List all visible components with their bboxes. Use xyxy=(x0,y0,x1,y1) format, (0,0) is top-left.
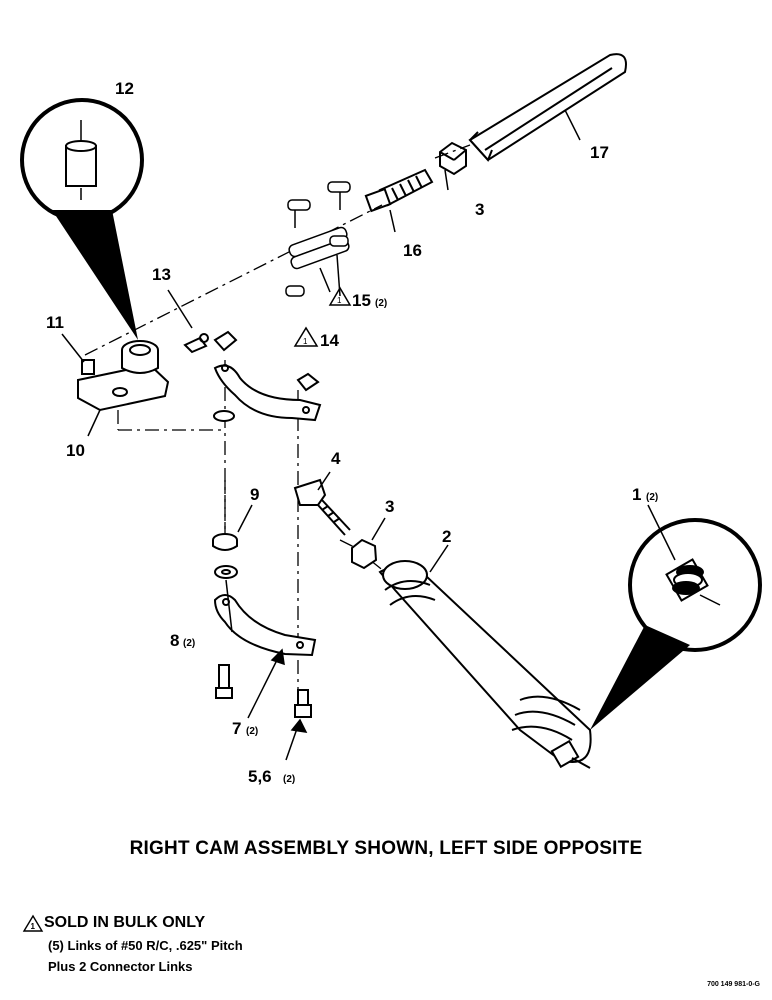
note-marker-num: 1 xyxy=(31,922,36,931)
note-line-1: (5) Links of #50 R/C, .625" Pitch xyxy=(48,938,243,953)
note-marker-15-num: 1 xyxy=(337,296,342,305)
callout-9: 9 xyxy=(250,485,259,504)
callout-2: 2 xyxy=(442,527,451,546)
callout-3-lower: 3 xyxy=(385,497,394,516)
upper-link-arm xyxy=(213,330,322,422)
note-marker-14 xyxy=(293,326,319,347)
part-5-6-bolt xyxy=(294,689,312,718)
note-marker-triangle: 1 xyxy=(22,914,44,932)
part-2-roller xyxy=(378,560,592,769)
callout-1: 1 xyxy=(632,485,641,504)
part-3-nut-lower xyxy=(351,538,378,570)
bolt-left xyxy=(215,664,233,699)
part-3-nut-upper xyxy=(439,141,467,176)
part-16-threaded-rod xyxy=(364,168,434,213)
callout-7: 7 xyxy=(232,719,241,738)
callout-16: 16 xyxy=(403,241,422,260)
part-9-spacer xyxy=(212,533,238,551)
part-14-15-chain xyxy=(285,181,351,297)
part-10-cam-bracket xyxy=(77,340,170,412)
part-13-grease-fitting xyxy=(183,333,209,354)
note-marker-15 xyxy=(328,286,352,306)
part-4-rod-end xyxy=(293,478,351,536)
callout-15: 15 xyxy=(352,291,371,310)
callout-5-6: 5,6 xyxy=(248,767,272,786)
diagram-caption: RIGHT CAM ASSEMBLY SHOWN, LEFT SIDE OPPO… xyxy=(129,838,643,859)
leader-lines xyxy=(61,109,676,761)
detail-circle-right xyxy=(590,518,762,730)
part-11-set-screw xyxy=(81,359,95,375)
callout-8: 8 xyxy=(170,631,179,650)
callout-15-qty: (2) xyxy=(375,298,387,309)
note-line-2: Plus 2 Connector Links xyxy=(48,959,193,974)
callout-12: 12 xyxy=(115,79,134,98)
callout-11: 11 xyxy=(46,313,64,332)
callout-17: 17 xyxy=(590,143,609,162)
callout-13: 13 xyxy=(152,265,171,284)
part-17-handle xyxy=(468,53,627,162)
note-title-row: 1 SOLD IN BULK ONLY xyxy=(22,914,243,932)
bulk-note: 1 SOLD IN BULK ONLY (5) Links of #50 R/C… xyxy=(22,914,243,974)
callout-5-6-qty: (2) xyxy=(283,774,295,785)
callout-3-upper: 3 xyxy=(475,200,484,219)
callout-1-qty: (2) xyxy=(646,492,658,503)
callout-10: 10 xyxy=(66,441,85,460)
note-title: SOLD IN BULK ONLY xyxy=(44,914,206,931)
drawing-reference-number: 700 149 981-0-G xyxy=(707,981,760,988)
callout-8-qty: (2) xyxy=(183,638,195,649)
note-marker-14-num: 1 xyxy=(303,337,308,346)
part-8-washer xyxy=(214,565,238,579)
callout-14: 14 xyxy=(320,331,339,350)
part-7-link-arm xyxy=(213,594,317,657)
detail-circle-top xyxy=(20,98,144,340)
callout-7-qty: (2) xyxy=(246,726,258,737)
callout-4: 4 xyxy=(331,449,341,468)
